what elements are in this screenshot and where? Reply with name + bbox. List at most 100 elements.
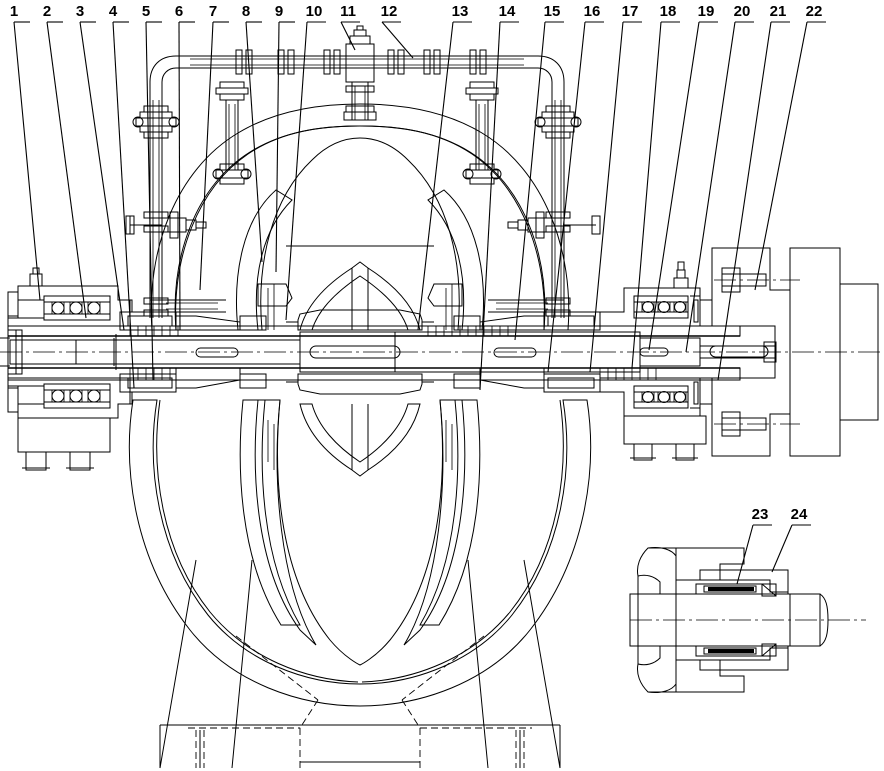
callout-24: 24 bbox=[771, 506, 811, 573]
callout-number-6: 6 bbox=[175, 3, 183, 20]
gate-valve-left[interactable] bbox=[125, 211, 207, 239]
lower-volute-petals bbox=[156, 399, 564, 683]
pipe-flange-left-3 bbox=[143, 297, 169, 317]
callout-number-5: 5 bbox=[142, 3, 150, 20]
upper-suction-chambers bbox=[236, 189, 484, 331]
pipe-flange-right-2 bbox=[545, 211, 571, 233]
header-flange-pair-6 bbox=[469, 49, 487, 75]
bearing-left-lower bbox=[43, 383, 111, 409]
callout-leader-7 bbox=[199, 21, 214, 291]
coupling-bolt-lower bbox=[714, 411, 800, 437]
callout-leader-16 bbox=[547, 21, 586, 373]
header-flange-pair-3 bbox=[323, 49, 341, 75]
pump-base-foot bbox=[159, 559, 561, 769]
callout-23: 23 bbox=[736, 506, 772, 585]
foot-bolt-holes bbox=[195, 730, 525, 768]
callout-number-1: 1 bbox=[10, 3, 18, 20]
bearing-right-upper bbox=[633, 295, 689, 319]
callout-21: 21 bbox=[717, 3, 790, 381]
callout-leader-24 bbox=[771, 524, 793, 573]
callout-number-19: 19 bbox=[698, 3, 715, 20]
callout-18: 18 bbox=[631, 3, 680, 369]
callout-leader-8 bbox=[245, 21, 263, 263]
upper-wear-ring-ledge bbox=[257, 283, 463, 307]
lower-casing bbox=[128, 399, 592, 707]
callout-leader-6 bbox=[178, 21, 181, 331]
callout-leader-14 bbox=[479, 21, 501, 391]
callout-leader-18 bbox=[631, 21, 662, 369]
callout-number-11: 11 bbox=[340, 3, 356, 20]
lower-impeller-chamber bbox=[254, 399, 466, 666]
pipe-run-lower-left bbox=[150, 299, 226, 313]
upper-vane-traces bbox=[267, 284, 453, 330]
callout-number-14: 14 bbox=[499, 3, 516, 20]
callout-6: 6 bbox=[175, 3, 195, 331]
pipe-flange-right-3 bbox=[545, 297, 571, 317]
lower-impeller-shroud bbox=[299, 403, 421, 477]
callout-17: 17 bbox=[589, 3, 642, 373]
callout-number-22: 22 bbox=[806, 3, 823, 20]
callout-leader-1 bbox=[13, 21, 41, 301]
callout-number-2: 2 bbox=[43, 3, 51, 20]
air-release-valve-center[interactable] bbox=[343, 25, 377, 121]
callout-leader-3 bbox=[79, 21, 125, 331]
callout-number-4: 4 bbox=[109, 3, 118, 20]
callout-8: 8 bbox=[242, 3, 263, 263]
callout-leader-20 bbox=[685, 21, 736, 353]
callout-9: 9 bbox=[275, 3, 295, 273]
bearing-right-lower bbox=[633, 385, 689, 409]
callout-number-21: 21 bbox=[770, 3, 787, 20]
callout-number-20: 20 bbox=[734, 3, 751, 20]
callout-number-17: 17 bbox=[622, 3, 639, 20]
upper-central-chamber bbox=[260, 137, 460, 331]
callout-10: 10 bbox=[285, 3, 326, 321]
callout-leader-19 bbox=[648, 21, 700, 351]
callout-number-8: 8 bbox=[242, 3, 250, 20]
callout-leader-22 bbox=[754, 21, 808, 291]
callout-19: 19 bbox=[648, 3, 718, 351]
callout-number-15: 15 bbox=[544, 3, 561, 20]
header-flange-pair-1 bbox=[235, 49, 253, 75]
lower-vane-traces bbox=[267, 420, 453, 470]
coupling-hub bbox=[711, 247, 879, 457]
pipe-riser-right bbox=[534, 55, 582, 318]
callout-leader-4 bbox=[112, 21, 135, 389]
callout-number-24: 24 bbox=[791, 506, 808, 523]
callout-3: 3 bbox=[76, 3, 125, 331]
callout-leader-5 bbox=[145, 21, 154, 381]
callout-leader-11 bbox=[340, 21, 356, 51]
callout-number-9: 9 bbox=[275, 3, 283, 20]
callout-leader-13 bbox=[417, 21, 454, 331]
callout-5: 5 bbox=[142, 3, 162, 381]
callout-leader-21 bbox=[717, 21, 772, 381]
pipe-flange-left-1 bbox=[132, 105, 180, 139]
callout-leader-23 bbox=[736, 524, 754, 585]
header-flange-pair-5 bbox=[423, 49, 441, 75]
callout-number-12: 12 bbox=[381, 3, 398, 20]
callout-number-16: 16 bbox=[584, 3, 601, 20]
callout-leader-10 bbox=[285, 21, 308, 321]
pump-casing-assembly bbox=[128, 103, 592, 769]
callout-2: 2 bbox=[43, 3, 87, 319]
callout-12: 12 bbox=[381, 3, 414, 59]
callout-13: 13 bbox=[417, 3, 472, 331]
seal-water-piping bbox=[125, 25, 601, 318]
lower-suction-chambers bbox=[239, 399, 481, 626]
callout-15: 15 bbox=[514, 3, 564, 341]
callout-4: 4 bbox=[109, 3, 135, 389]
pipe-run-lower-right bbox=[488, 299, 564, 313]
callout-1: 1 bbox=[10, 3, 41, 301]
callout-leader-12 bbox=[381, 21, 414, 59]
callout-14: 14 bbox=[479, 3, 519, 391]
header-flange-pair-4 bbox=[387, 49, 405, 75]
callout-number-7: 7 bbox=[209, 3, 217, 20]
detail-view-sleeve bbox=[629, 547, 866, 693]
callout-leader-2 bbox=[46, 21, 87, 319]
callout-number-13: 13 bbox=[452, 3, 469, 20]
gate-valve-right[interactable] bbox=[507, 211, 601, 239]
callout-number-18: 18 bbox=[660, 3, 677, 20]
callout-16: 16 bbox=[547, 3, 604, 373]
